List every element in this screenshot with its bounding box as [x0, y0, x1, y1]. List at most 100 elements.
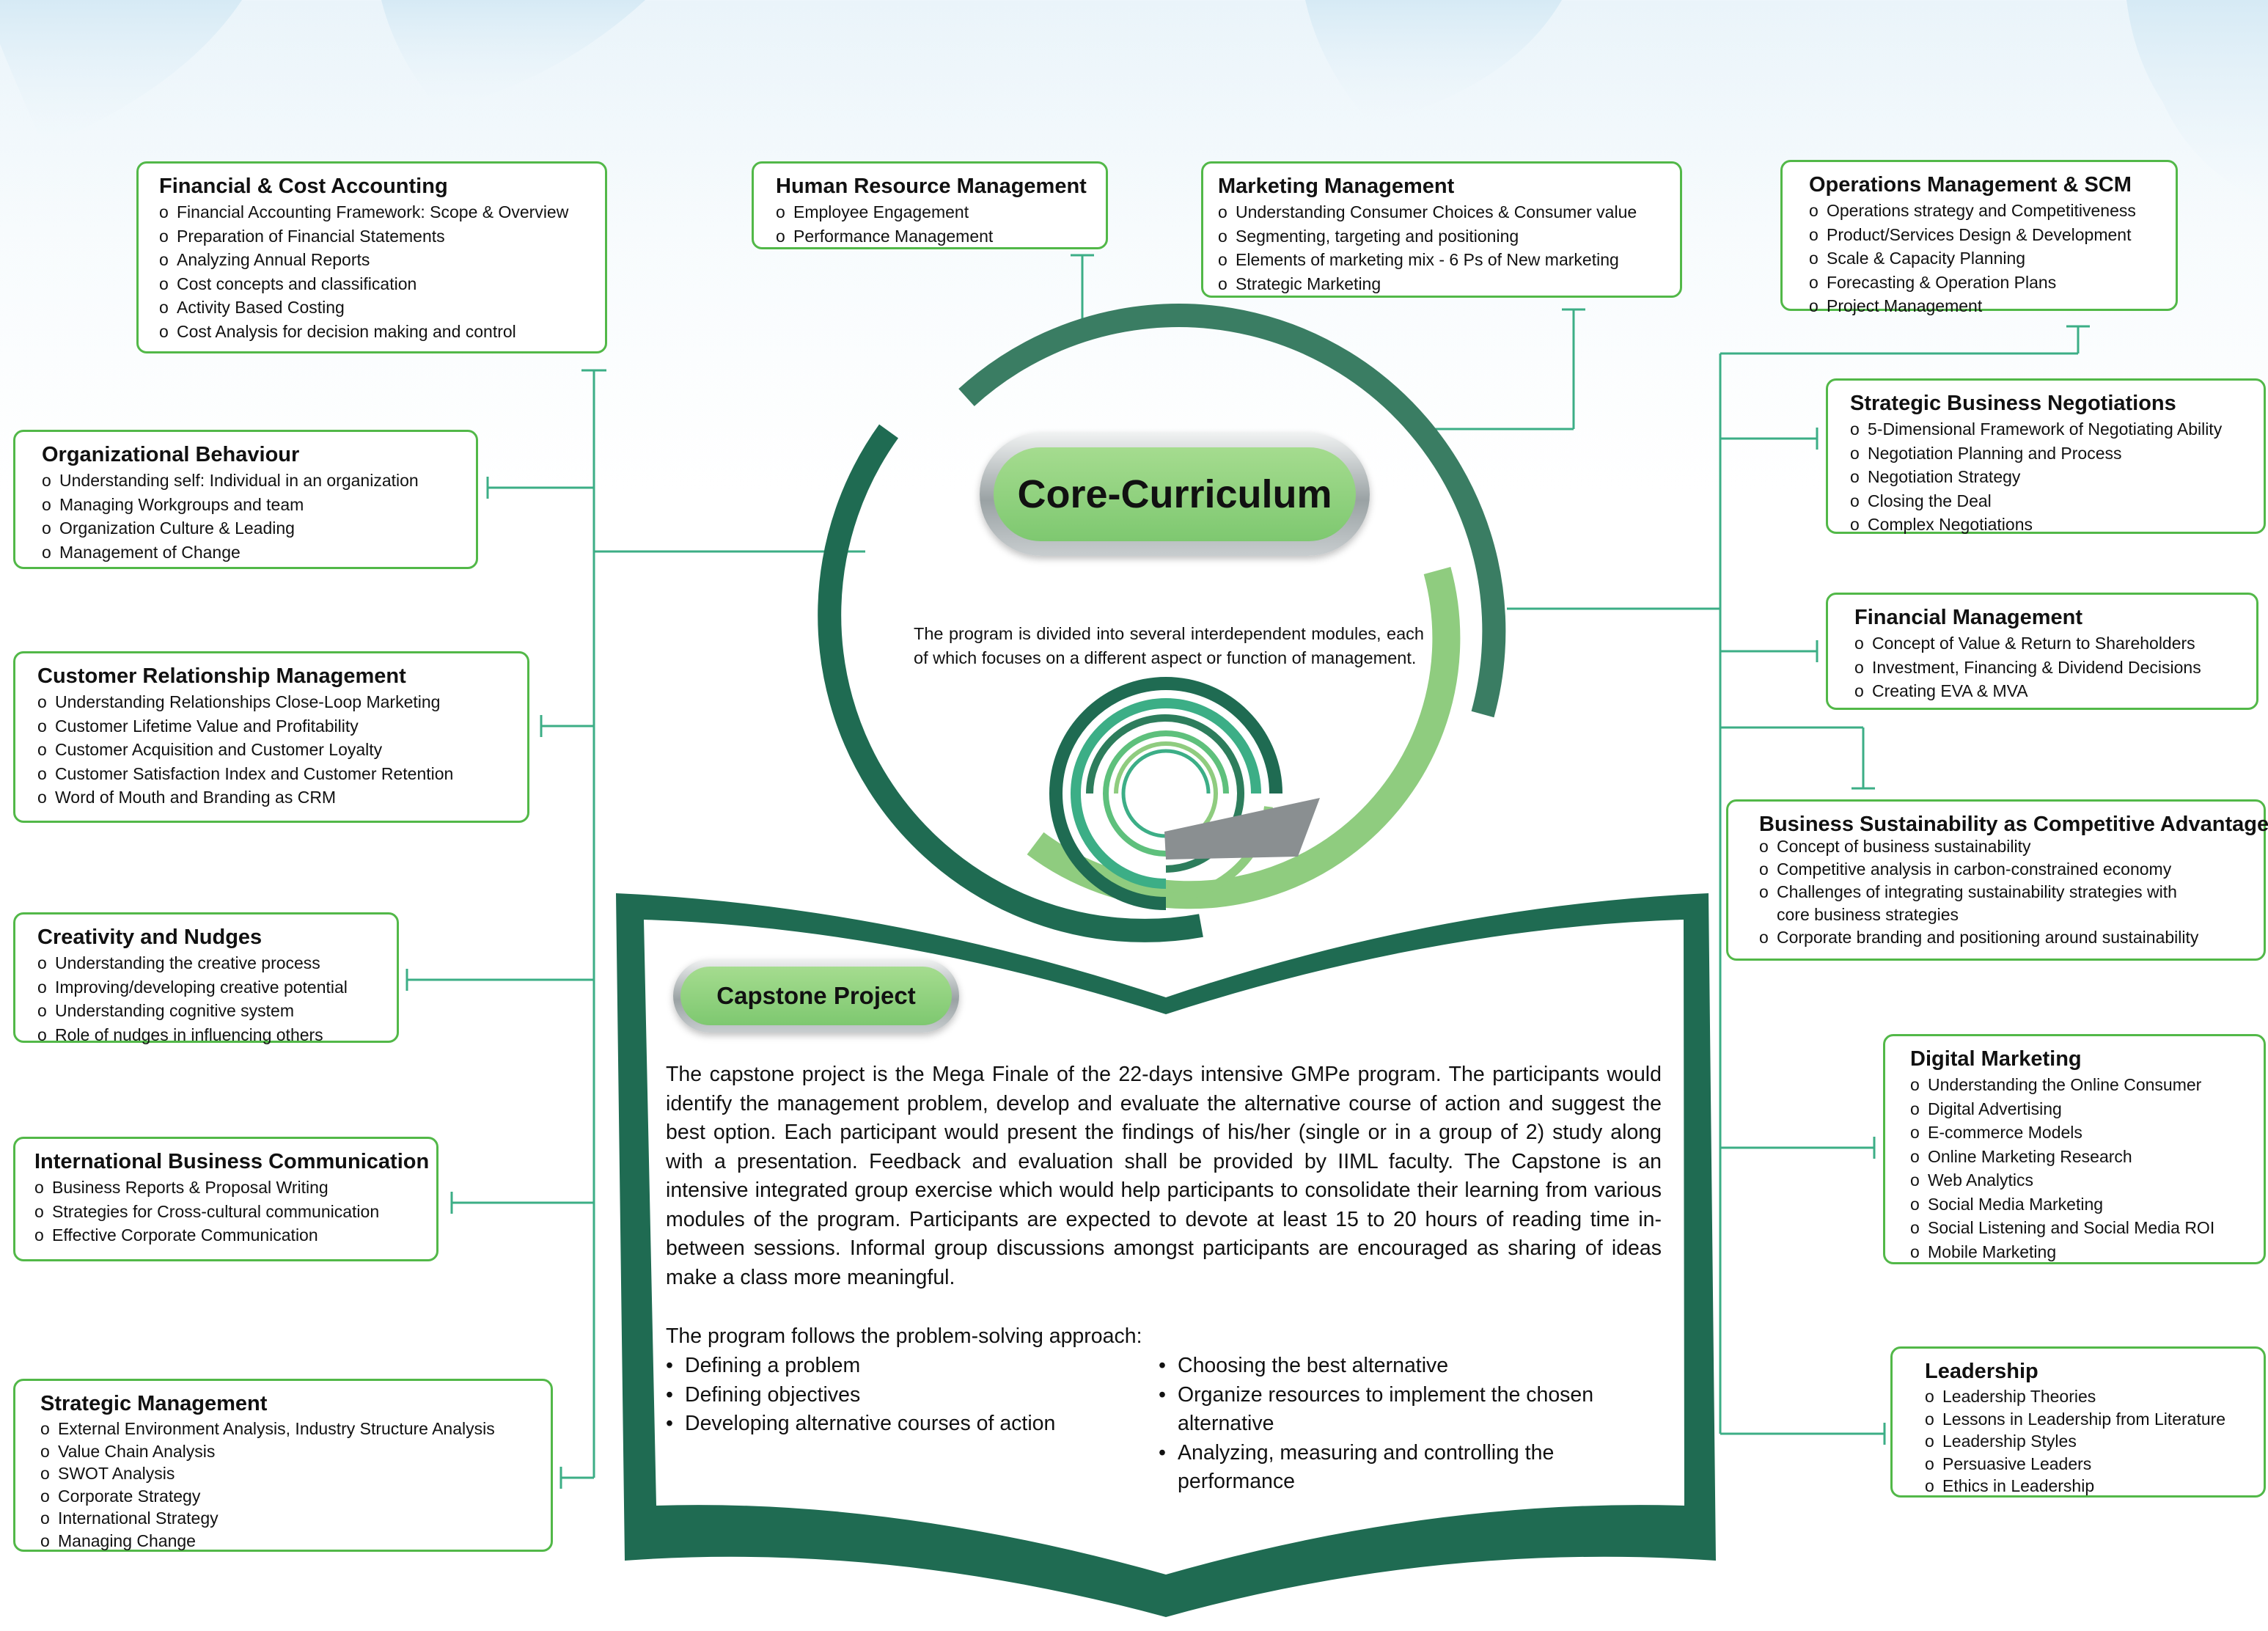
steps-right-list: •Choosing the best alternative •Organize…: [1159, 1352, 1635, 1497]
capstone-title-pill: Capstone Project: [673, 959, 959, 1033]
module-title: Business Sustainability as Competitive A…: [1759, 813, 2268, 836]
capstone-title-inner: Capstone Project: [680, 967, 952, 1025]
module-title: Creativity and Nudges: [37, 926, 263, 949]
module-business-sustainability: Business Sustainability as Competitive A…: [1726, 799, 2268, 961]
capstone-title: Capstone Project: [716, 982, 916, 1009]
step-item: •Organize resources to implement the cho…: [1159, 1382, 1594, 1436]
step-item: •Defining objectives: [666, 1382, 861, 1407]
module-title: Leadership: [1925, 1360, 2038, 1383]
step-item: •Analyzing, measuring and controlling th…: [1159, 1440, 1555, 1494]
module-title: Customer Relationship Management: [37, 664, 406, 688]
core-curriculum-title: Core-Curriculum: [1017, 472, 1332, 516]
module-title: Organizational Behaviour: [42, 443, 300, 466]
module-title: Financial & Cost Accounting: [159, 175, 448, 198]
module-title: Marketing Management: [1218, 175, 1455, 198]
module-title: Digital Marketing: [1910, 1047, 2082, 1071]
step-item: •Choosing the best alternative: [1159, 1354, 1449, 1377]
module-title: Strategic Management: [40, 1392, 268, 1415]
step-item: •Developing alternative courses of actio…: [666, 1412, 1056, 1435]
module-title: Human Resource Management: [776, 175, 1087, 198]
module-title: Strategic Business Negotiations: [1850, 392, 2176, 415]
capstone-description: The capstone project is the Mega Finale …: [666, 1063, 1662, 1289]
core-curriculum-title-pill: Core-Curriculum: [980, 433, 1370, 556]
module-title: International Business Communication: [34, 1150, 430, 1173]
